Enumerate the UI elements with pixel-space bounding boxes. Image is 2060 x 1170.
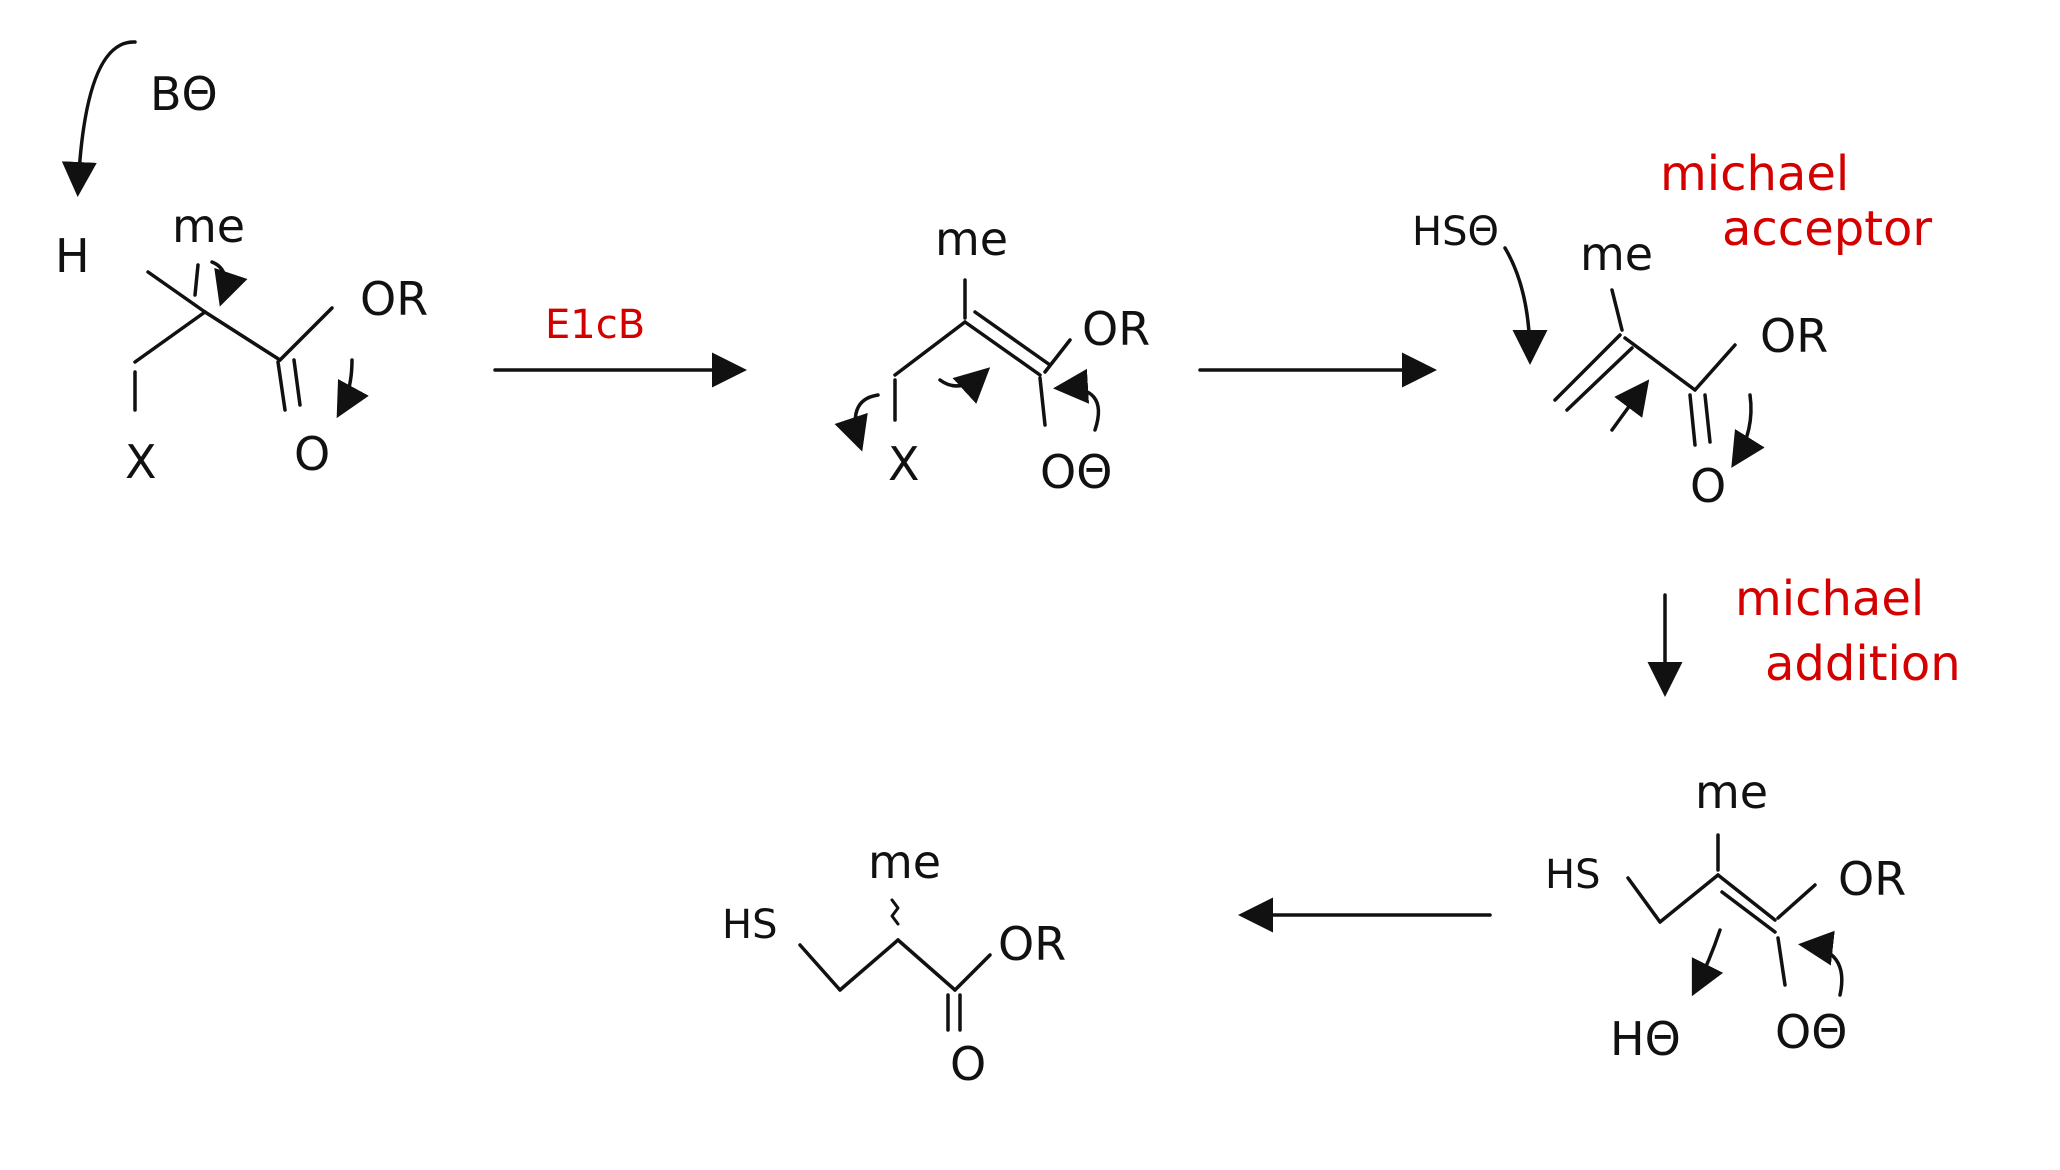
base-label: BΘ	[150, 67, 218, 121]
o-label-1: O	[294, 427, 330, 481]
bond-c-o-2	[1038, 376, 1047, 427]
x-label-1: X	[125, 435, 157, 489]
structure-starting-material: BΘ H me X OR O	[55, 40, 428, 489]
me-label-3: me	[1580, 227, 1653, 281]
curved-arrow-o-minus-4	[1798, 930, 1844, 997]
bond-c-or-2	[1043, 338, 1072, 374]
wavy-bond-me-5	[890, 898, 900, 926]
structure-adduct-enolate: me HS OR OΘ HΘ	[1545, 765, 1906, 1066]
bond-c-or-4	[1776, 883, 1817, 920]
me-label-4: me	[1695, 765, 1768, 819]
bond-cc-2a	[963, 320, 1042, 377]
michael-addition-line1: michael	[1735, 571, 1924, 627]
curved-arrow-base-attack	[61, 40, 137, 197]
me-label-2: me	[935, 212, 1008, 266]
structure-enolate: me X OR OΘ	[834, 212, 1150, 499]
or-label-4: OR	[1838, 852, 1906, 906]
bond-carbonyl-or-5	[953, 953, 992, 992]
michael-acceptor-line1: michael	[1660, 146, 1849, 202]
bond-c-o-4	[1776, 936, 1787, 987]
bond-c-carbonyl-3	[1623, 336, 1697, 392]
structure-product: me HS OR O	[722, 835, 1066, 1091]
or-label-1: OR	[360, 272, 428, 326]
bond-c-carbonyl	[203, 310, 282, 362]
bond-s-ch2-4	[1626, 876, 1662, 924]
reaction-arrow-michael-addition: michael addition	[1647, 571, 1961, 697]
curved-arrow-protonation	[1691, 928, 1724, 997]
x-label-2: X	[888, 437, 920, 491]
bond-carbonyl-or	[278, 306, 334, 362]
curved-arrow-pi-3	[1610, 379, 1650, 432]
or-label-3: OR	[1760, 309, 1828, 363]
curved-arrow-o-minus	[1053, 368, 1101, 432]
curved-arrow-pi	[938, 367, 991, 404]
e1cb-label: E1cB	[545, 302, 645, 348]
curved-arrow-leave-x	[834, 393, 880, 452]
curved-arrow-co-3	[1731, 393, 1765, 468]
bond-ch2-c-4	[1658, 873, 1720, 924]
bond-cc-3b	[1565, 346, 1634, 412]
o-label-3: O	[1690, 459, 1726, 513]
michael-addition-line2: addition	[1765, 636, 1961, 692]
reaction-arrow-e1cb: E1cB	[493, 302, 747, 388]
hs-label-5: HS	[722, 902, 777, 948]
h-label: H	[55, 229, 90, 283]
bond-cc-4a	[1716, 873, 1777, 922]
o-minus-label-2: OΘ	[1040, 445, 1112, 499]
bond-c-carbonyl-5	[896, 938, 957, 992]
hs-minus-label: HSΘ	[1412, 209, 1499, 255]
me-label-1: me	[172, 199, 245, 253]
hs-label-4: HS	[1545, 852, 1600, 898]
structure-michael-acceptor: HSΘ me OR O michael acceptor	[1412, 146, 1932, 513]
or-label-2: OR	[1082, 302, 1150, 356]
o-minus-label-4: OΘ	[1775, 1005, 1847, 1059]
bond-c-ch2	[133, 310, 207, 364]
curved-arrow-co-1	[336, 358, 369, 419]
or-label-5: OR	[998, 917, 1066, 971]
bond-co-3b	[1703, 393, 1712, 444]
bond-ch2-c-5	[838, 938, 900, 992]
bond-s-ch2-5	[798, 943, 842, 992]
ho-minus-label: HΘ	[1610, 1012, 1681, 1066]
michael-acceptor-line2: acceptor	[1722, 201, 1932, 257]
curved-arrow-ch-bond	[195, 260, 225, 300]
bond-carbonyl-or-3	[1693, 343, 1737, 392]
me-label-5: me	[868, 835, 941, 889]
bond-cc-4b	[1720, 890, 1777, 934]
bond-co-1a	[276, 360, 287, 412]
bond-co-1b	[292, 358, 302, 407]
o-label-5: O	[950, 1037, 986, 1091]
bond-cc-2b	[973, 310, 1052, 367]
bond-me-3	[1610, 288, 1624, 332]
bond-co-3a	[1688, 393, 1697, 447]
curved-arrow-hs-attack	[1503, 246, 1548, 365]
bond-cc-3a	[1553, 333, 1622, 402]
bond-c-ch2-2	[893, 320, 967, 377]
